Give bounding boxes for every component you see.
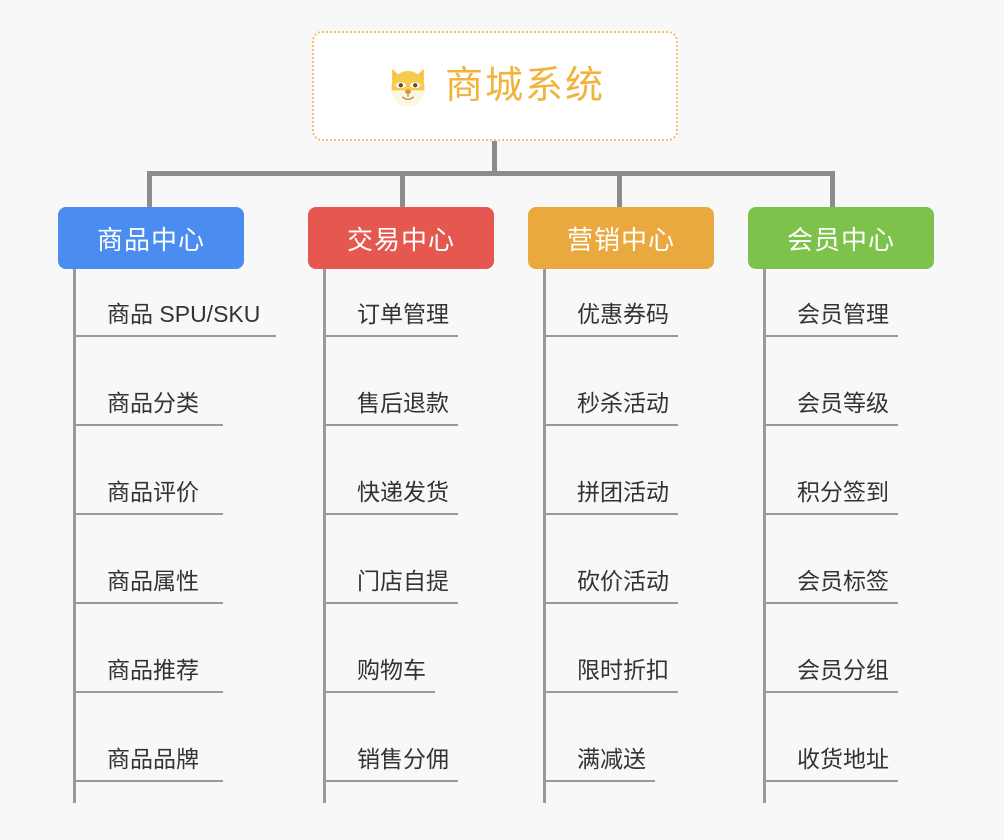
root-title: 商城系统 [444, 65, 605, 107]
connector-drop-1 [147, 171, 152, 209]
leaf-label: 会员标签 [797, 568, 889, 594]
leaf-item[interactable]: 积分签到 [763, 479, 898, 515]
connector-drop-4 [830, 171, 835, 209]
leaf-item[interactable]: 门店自提 [323, 568, 458, 604]
leaf-label: 满减送 [577, 746, 646, 772]
leaf-item[interactable]: 拼团活动 [543, 479, 678, 515]
leaf-label: 秒杀活动 [577, 390, 669, 416]
leaf-item[interactable]: 商品品牌 [73, 746, 223, 782]
leaf-label: 订单管理 [357, 301, 449, 327]
branch-trunk-0 [73, 269, 76, 803]
leaf-label: 商品 SPU/SKU [107, 301, 261, 327]
leaf-item[interactable]: 砍价活动 [543, 568, 678, 604]
leaf-item[interactable]: 销售分佣 [323, 746, 458, 782]
leaf-label: 商品评价 [107, 479, 199, 505]
leaf-item[interactable]: 商品评价 [73, 479, 223, 515]
leaf-label: 拼团活动 [577, 479, 669, 505]
leaf-label: 快递发货 [357, 479, 449, 505]
leaf-item[interactable]: 限时折扣 [543, 657, 678, 693]
leaf-item[interactable]: 会员标签 [763, 568, 898, 604]
branch-header-label: 会员中心 [786, 224, 895, 255]
branch-header-0[interactable]: 商品中心 [58, 207, 244, 269]
leaf-label: 砍价活动 [577, 568, 669, 594]
leaf-label: 限时折扣 [577, 657, 669, 683]
leaf-item[interactable]: 满减送 [543, 746, 655, 782]
branch-trunk-1 [323, 269, 326, 803]
leaf-label: 优惠券码 [577, 301, 669, 327]
leaf-item[interactable]: 售后退款 [323, 390, 458, 426]
branch-trunk-2 [543, 269, 546, 803]
connector-root-stem [492, 141, 497, 174]
leaf-label: 会员分组 [797, 657, 889, 683]
leaf-label: 会员等级 [797, 390, 889, 416]
leaf-label: 商品推荐 [107, 657, 199, 683]
leaf-item[interactable]: 商品属性 [73, 568, 223, 604]
leaf-item[interactable]: 快递发货 [323, 479, 458, 515]
leaf-item[interactable]: 订单管理 [323, 301, 458, 337]
branch-header-1[interactable]: 交易中心 [308, 207, 494, 269]
leaf-label: 会员管理 [797, 301, 889, 327]
leaf-label: 商品品牌 [107, 746, 199, 772]
branch-header-label: 商品中心 [96, 224, 205, 255]
leaf-label: 门店自提 [357, 568, 449, 594]
leaf-item[interactable]: 购物车 [323, 657, 435, 693]
leaf-label: 销售分佣 [357, 746, 449, 772]
branch-trunk-3 [763, 269, 766, 803]
leaf-label: 收货地址 [797, 746, 889, 772]
leaf-item[interactable]: 优惠券码 [543, 301, 678, 337]
leaf-item[interactable]: 秒杀活动 [543, 390, 678, 426]
leaf-item[interactable]: 收货地址 [763, 746, 898, 782]
shiba-dog-face-icon [385, 63, 431, 109]
leaf-item[interactable]: 商品推荐 [73, 657, 223, 693]
leaf-label: 积分签到 [797, 479, 889, 505]
branch-header-3[interactable]: 会员中心 [748, 207, 934, 269]
leaf-label: 售后退款 [357, 390, 449, 416]
connector-drop-3 [617, 171, 622, 209]
root-node[interactable]: 商城系统 [312, 31, 678, 141]
branch-header-label: 交易中心 [346, 224, 455, 255]
leaf-item[interactable]: 会员管理 [763, 301, 898, 337]
leaf-item[interactable]: 商品 SPU/SKU [73, 301, 276, 337]
leaf-label: 购物车 [357, 657, 426, 683]
leaf-item[interactable]: 会员分组 [763, 657, 898, 693]
connector-drop-2 [400, 171, 405, 209]
leaf-item[interactable]: 商品分类 [73, 390, 223, 426]
connector-horizontal-bus [147, 171, 835, 176]
leaf-label: 商品分类 [107, 390, 199, 416]
branch-header-label: 营销中心 [566, 224, 675, 255]
leaf-item[interactable]: 会员等级 [763, 390, 898, 426]
leaf-label: 商品属性 [107, 568, 199, 594]
branch-header-2[interactable]: 营销中心 [528, 207, 714, 269]
